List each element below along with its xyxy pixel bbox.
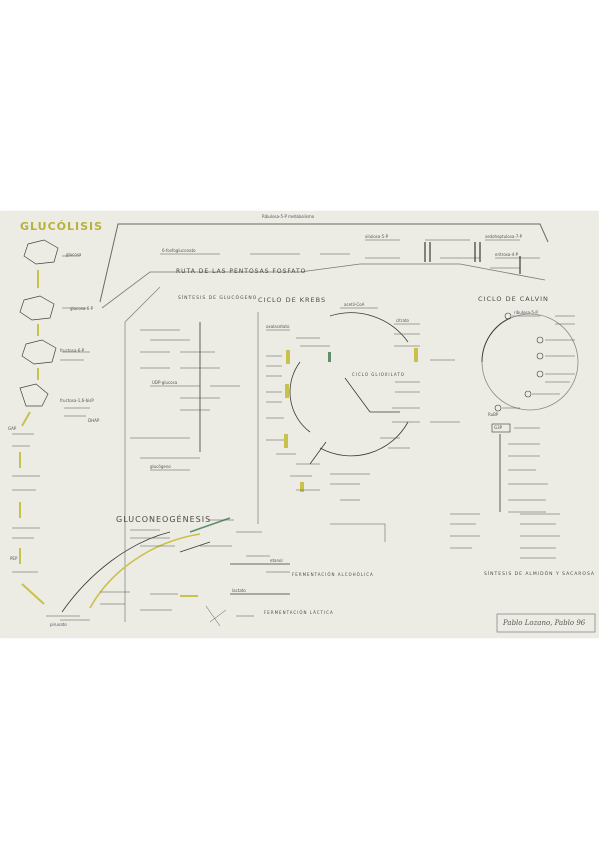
pentose-heading: RUTA DE LAS PENTOSAS FOSFATO [176,268,307,275]
eritrosa-label: eritrosa-4-P [495,252,519,257]
calvin-heading: CICLO DE CALVIN [478,295,549,303]
ethanol-label: etanol [270,558,283,563]
glucolisis-title: GLUCÓLISIS [20,220,104,233]
glucogeno-heading: SÍNTESIS DE GLUCÓGENO [178,296,258,301]
signature-box [496,613,596,633]
lactate-label: lactato [232,588,246,593]
g3p-label: G3P [494,425,503,430]
sedo-label: sedoheptulosa-7-P [485,234,523,239]
citrate-label: citrato [396,318,409,323]
gluc6p-label: glucosa-6-P [70,306,94,311]
ribulose-label: ribulosa-5-P [514,310,538,315]
glycogen-notes [130,329,240,471]
calvin-notes [450,315,575,559]
udp-label: UDP-glucosa [152,380,178,385]
pentose-brackets [424,242,521,274]
xilulosa-label: xilulosa-5-P [365,234,389,239]
pgluconato-label: 6-fosfogluconato [162,248,196,253]
pentose-notes [160,239,540,269]
oxaloacetate-label: oxalacetato [266,324,290,329]
pathway-drawing [12,223,596,633]
fructose6p-label: fructosa-6-P [60,348,85,353]
metabolic-pathways-sheet: GLUCÓLISIS GLUCONEOGÉNESIS RUTA DE LAS P… [0,212,599,637]
krebs-center-label: CICLO GLIOXILATO [352,372,405,377]
krebs-notes [266,307,460,501]
gluconeogenesis-notes [60,519,290,627]
sacarosa-heading: SÍNTESIS DE ALMIDÓN Y SACAROSA [484,572,595,577]
gluconeogenesis-title: GLUCONEOGÉNESIS [116,515,212,524]
gap-label: GAP [8,426,17,431]
author-signature: Pablo Lozano, Pablo 96 [503,619,586,627]
divider-left-top [124,286,161,323]
krebs-cycle [284,312,418,492]
calvin-cycle [481,312,579,512]
fermentacion-lactica-label: FERMENTACIÓN LÁCTICA [264,610,334,615]
rubisco-label: RuBP [488,412,499,417]
glucogeno-label: glucógeno [150,464,171,469]
acetylcoa-label: acetil-CoA [344,302,365,307]
pentose-connector-right [299,263,546,281]
pep-label: PEP [10,556,18,561]
pyruvate-label: piruvato [50,622,67,627]
glycolysis-arrows [19,270,45,605]
top-path-label: Ribulosa-5-P metabolismo [262,214,315,219]
glucose-label: glucosa [66,252,82,257]
glycolysis-notes [12,255,90,617]
divider-bottom [330,523,386,542]
dhap-label: DHAP [88,418,100,423]
fructose16-label: fructosa-1,6-bisP [60,398,94,403]
glycolysis-rings [19,239,59,407]
gluconeogenesis [61,517,290,613]
krebs-heading: CICLO DE KREBS [258,296,327,304]
pentose-connector-mid [101,271,300,309]
pentose-connector-top [99,223,549,303]
fermentacion-alcoholica-label: FERMENTACIÓN ALCOHÓLICA [292,572,374,577]
